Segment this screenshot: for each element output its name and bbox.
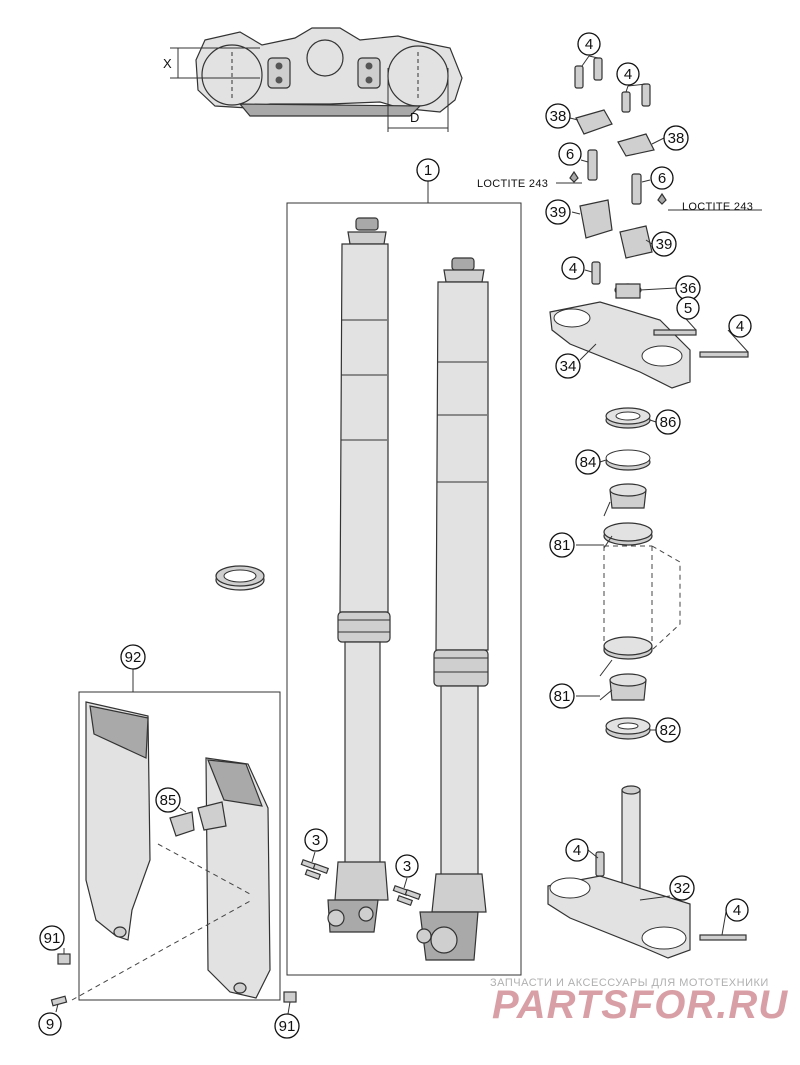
callout-86: 86 <box>655 409 681 435</box>
axle-clamp-screws-right <box>392 884 422 906</box>
callout-4e: 4 <box>565 838 589 862</box>
callout-81a: 81 <box>549 532 575 558</box>
callout-32-label: 32 <box>674 880 691 897</box>
axle-clamp-screws-left <box>300 858 330 880</box>
dimension-x-label: X <box>163 56 172 71</box>
handlebar-clamp-parts <box>556 57 762 259</box>
callout-4b: 4 <box>616 62 640 86</box>
callout-39a: 39 <box>545 199 571 225</box>
lower-triple-clamp <box>547 785 747 959</box>
callout-82: 82 <box>655 717 681 743</box>
callout-4a-label: 4 <box>585 36 593 53</box>
callout-81a-label: 81 <box>554 537 571 554</box>
callout-4f-label: 4 <box>733 902 741 919</box>
callout-6a-label: 6 <box>566 146 574 163</box>
watermark-caption: ЗАПЧАСТИ И АКСЕССУАРЫ ДЛЯ МОТОТЕХНИКИ <box>490 977 769 989</box>
upper-triple-clamp <box>549 261 749 389</box>
callout-6b-label: 6 <box>658 170 666 187</box>
callout-4c-label: 4 <box>569 260 577 277</box>
callout-82-label: 82 <box>660 722 677 739</box>
callout-38a-label: 38 <box>550 108 567 125</box>
callout-3b-label: 3 <box>403 858 411 875</box>
callout-36-label: 36 <box>680 280 697 297</box>
loose-ring-part <box>215 565 265 591</box>
upper-triple-clamp-sketch: X D <box>163 27 463 132</box>
callout-92: 92 <box>120 644 146 670</box>
callout-34: 34 <box>555 353 581 379</box>
callout-86-label: 86 <box>660 414 677 431</box>
callout-4e-label: 4 <box>573 842 581 859</box>
callout-4c: 4 <box>561 256 585 280</box>
callout-85: 85 <box>155 787 181 813</box>
callout-4b-label: 4 <box>624 66 632 83</box>
right-fork-leg <box>416 257 489 961</box>
watermark-brand: PARTSFOR.RU <box>492 983 788 1027</box>
callout-9-label: 9 <box>46 1016 54 1033</box>
callout-1: 1 <box>416 158 440 182</box>
leader-lines <box>55 55 749 1015</box>
callout-3a: 3 <box>304 828 328 852</box>
callout-6a: 6 <box>558 142 582 166</box>
callout-4d: 4 <box>728 314 752 338</box>
callout-1-label: 1 <box>424 162 432 179</box>
callout-5-label: 5 <box>684 300 692 317</box>
callout-38b-label: 38 <box>668 130 685 147</box>
callout-81b: 81 <box>549 683 575 709</box>
callout-91a: 91 <box>39 925 65 951</box>
callout-91b: 91 <box>274 1013 300 1039</box>
callout-92-label: 92 <box>125 649 142 666</box>
callout-5: 5 <box>676 296 700 320</box>
callout-39a-label: 39 <box>550 204 567 221</box>
fork-guard-assembly <box>50 668 297 1007</box>
callout-3b: 3 <box>395 854 419 878</box>
dimension-d-label: D <box>410 110 419 125</box>
callout-4f: 4 <box>725 898 749 922</box>
loctite-label-left: LOCTITE 243 <box>477 178 548 190</box>
steering-bearing-parts <box>599 407 681 740</box>
callout-81b-label: 81 <box>554 688 571 705</box>
loctite-label-right: LOCTITE 243 <box>682 201 753 213</box>
callout-39b: 39 <box>651 231 677 257</box>
callout-38a: 38 <box>545 103 571 129</box>
callout-32: 32 <box>669 875 695 901</box>
callout-38b: 38 <box>663 125 689 151</box>
callout-3a-label: 3 <box>312 832 320 849</box>
callout-84: 84 <box>575 449 601 475</box>
callout-34-label: 34 <box>560 358 577 375</box>
fork-assembly <box>286 181 522 976</box>
callout-4d-label: 4 <box>736 318 744 335</box>
callout-36: 36 <box>675 275 701 301</box>
callout-9: 9 <box>38 1012 62 1036</box>
callout-91a-label: 91 <box>44 930 61 947</box>
left-fork-leg <box>327 217 391 933</box>
callout-85-label: 85 <box>160 792 177 809</box>
callout-91b-label: 91 <box>279 1018 296 1035</box>
callout-39b-label: 39 <box>656 236 673 253</box>
callout-6b: 6 <box>650 166 674 190</box>
callout-4a: 4 <box>577 32 601 56</box>
callout-84-label: 84 <box>580 454 597 471</box>
